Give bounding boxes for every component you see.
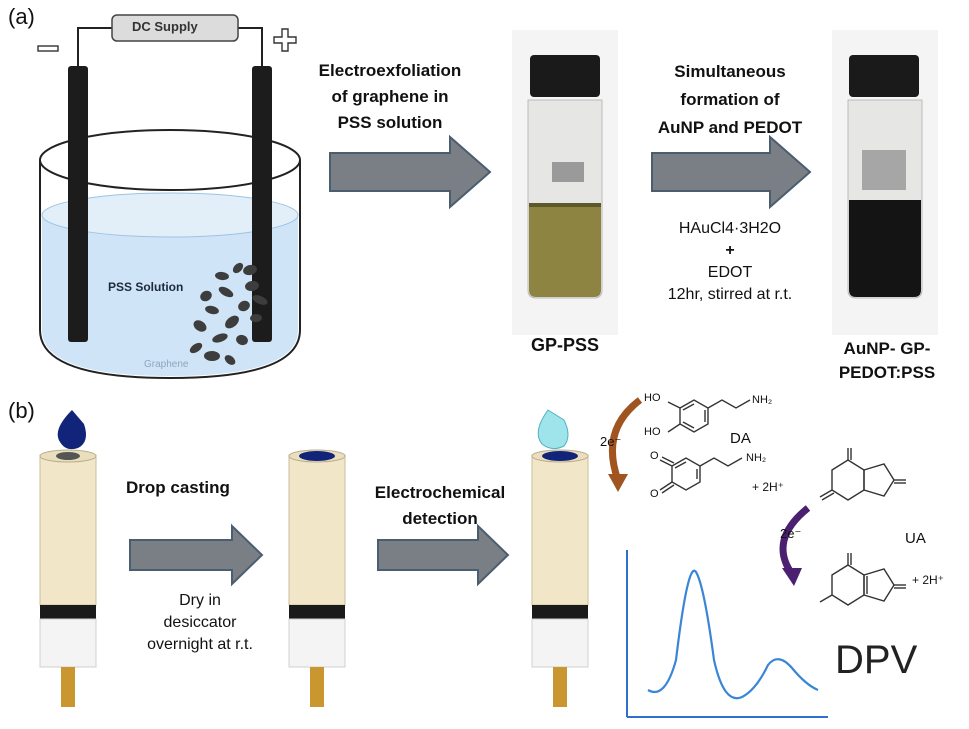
step2-text: Simultaneous formation of AuNP and PEDOT [657, 62, 803, 137]
dry-step-text: Dry in desiccator overnight at r.t. [147, 592, 253, 653]
drop-dark [57, 410, 86, 450]
protons-ua: + 2H⁺ [912, 573, 945, 587]
graphene-flake [218, 286, 234, 298]
uric-acid-oxidized-structure [819, 553, 906, 606]
nh2-1: NH₂ [752, 394, 773, 406]
electrons-da: 2e⁻ [600, 434, 622, 449]
graphene-flake [205, 305, 219, 315]
dopamine-structure [667, 399, 751, 433]
o-2: O [650, 488, 659, 500]
pss-solution-label: PSS Solution [108, 280, 184, 294]
graphene-flake [238, 300, 250, 312]
graphene-flake [236, 334, 248, 346]
graphene-flake [243, 264, 257, 276]
nh2-2: NH₂ [746, 452, 767, 464]
graphene-flake [215, 271, 229, 281]
vial-gp-pss-label: GP-PSS [530, 335, 600, 355]
graphene-flake [193, 320, 207, 332]
graphene-flake [245, 280, 259, 292]
vial-aunp-gp-pedot-pss [832, 30, 938, 335]
electrochemical-detection-label: Electrochemical detection [374, 483, 506, 528]
panel-a-label: (a) [8, 4, 35, 29]
graphene-flake [204, 350, 220, 362]
arrow-simultaneous-formation [651, 134, 812, 210]
electrode-2 [288, 449, 346, 707]
electrode-1 [39, 410, 97, 707]
electrons-ua: 2e⁻ [780, 526, 802, 541]
ua-label: UA [905, 530, 926, 547]
graphene-flake [224, 355, 236, 365]
graphene-flake [200, 290, 212, 302]
arrow-electroexfoliation [329, 134, 492, 210]
ua-oxidation-arrow [779, 505, 811, 577]
graphene-label: Graphene [144, 359, 189, 370]
ho-1: HO [644, 392, 661, 404]
da-label: DA [730, 430, 751, 447]
arrow-drop-casting [129, 523, 264, 587]
anode-electrode [252, 66, 272, 342]
plus-sign [273, 28, 297, 52]
graphene-flake [232, 262, 244, 274]
dpv-curve [647, 569, 819, 700]
minus-sign [37, 45, 59, 52]
dpv-label: DPV [835, 638, 918, 682]
o-1: O [650, 450, 659, 462]
panel-b-label: (b) [8, 398, 35, 423]
cathode-electrode [68, 66, 88, 342]
reagents-text: HAuCl4·3H2O + EDOT 12hr, stirred at r.t. [667, 220, 793, 303]
arrow-electrochemical-detection [377, 523, 510, 587]
drop-casting-label: Drop casting [126, 478, 230, 497]
graphene-flake [225, 315, 239, 329]
dc-supply-label: DC Supply [132, 19, 198, 34]
graphene-flake [252, 295, 268, 305]
dc-supply-box [111, 14, 239, 42]
beaker [39, 129, 301, 380]
drop-light [537, 409, 569, 450]
graphene-flakes [189, 262, 268, 365]
da-oxidation-arrow [608, 397, 643, 482]
pss-solution-liquid [42, 215, 298, 376]
dpv-plot [626, 550, 828, 718]
step1-text: Electroexfoliation of graphene in PSS so… [318, 61, 462, 132]
vial-gp-pss [512, 30, 618, 335]
graphene-flake [189, 342, 203, 354]
graphene-flake [250, 313, 262, 323]
vial-aunp-label: AuNP- GP- PEDOT:PSS [838, 339, 936, 382]
electrode-3 [531, 409, 589, 707]
protons-da: + 2H⁺ [752, 480, 785, 494]
uric-acid-structure [819, 448, 906, 501]
graphene-flake [212, 333, 228, 343]
ho-2: HO [644, 426, 661, 438]
dc-supply-circuit [77, 14, 263, 68]
dopamine-quinone-structure [659, 456, 743, 494]
